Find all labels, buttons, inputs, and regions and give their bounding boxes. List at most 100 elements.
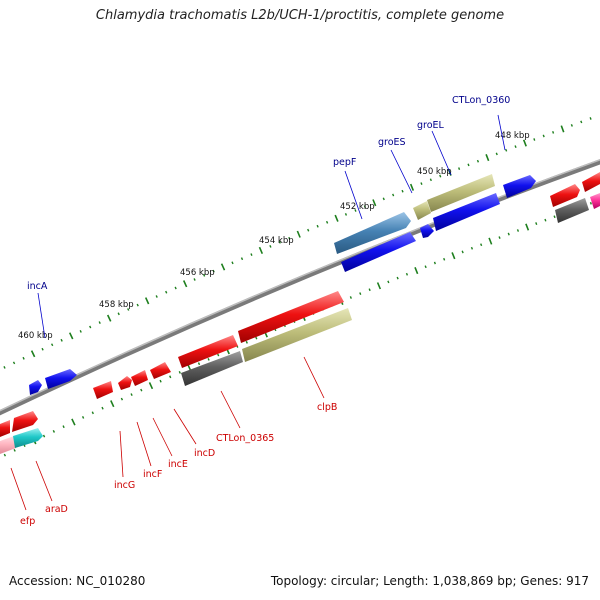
gene-red[interactable] (238, 291, 344, 343)
tick-major (414, 267, 419, 275)
gene-steelblue[interactable] (334, 212, 411, 254)
tick-major (409, 183, 415, 191)
gene-blue[interactable] (503, 175, 536, 198)
topology-text: Topology: circular; Length: 1,038,869 bp… (270, 574, 589, 588)
gene-gray[interactable] (555, 198, 589, 223)
tick-minor (535, 222, 538, 225)
gene-olive[interactable] (427, 174, 495, 212)
scale-label: 456 kbp (180, 268, 215, 278)
gene-blue[interactable] (45, 369, 77, 389)
tick-minor (165, 290, 168, 294)
tick-minor (174, 286, 177, 290)
tick-minor (467, 163, 470, 167)
gene-gray[interactable] (181, 351, 243, 386)
tick-minor (269, 245, 272, 248)
tick-minor (429, 178, 432, 182)
tick-minor (169, 375, 172, 379)
scale-label: 454 kbp (259, 236, 294, 246)
tick-minor (480, 243, 483, 247)
gene-olive[interactable] (242, 308, 352, 362)
tick-minor (130, 393, 133, 396)
gene-blue[interactable] (433, 193, 500, 231)
tick-minor (98, 321, 101, 324)
tick-minor (589, 117, 592, 120)
tick-major (148, 382, 154, 390)
genome-backbone (0, 159, 600, 416)
gene-red[interactable] (550, 184, 580, 207)
tick-minor (240, 257, 244, 261)
tick-minor (217, 353, 220, 357)
gene-label-inca[interactable]: incA (27, 281, 48, 292)
tick-minor (461, 250, 464, 254)
gene-label-ince[interactable]: incE (168, 459, 188, 470)
tick-major (30, 350, 36, 358)
tick-minor (533, 138, 536, 141)
gene-red[interactable] (178, 335, 238, 368)
tick-minor (433, 261, 436, 265)
gene-red[interactable] (93, 381, 113, 399)
tick-minor (439, 174, 442, 178)
tick-minor (50, 343, 54, 347)
tick-minor (325, 220, 329, 224)
reverse-genes (0, 193, 600, 454)
scale-label: 450 kbp (417, 167, 452, 177)
tick-minor (197, 362, 201, 366)
gene-red[interactable] (582, 172, 600, 192)
gene-label-incf[interactable]: incF (143, 469, 162, 480)
tick-minor (41, 347, 44, 351)
tick-minor (382, 197, 385, 201)
gene-label-groes[interactable]: groES (378, 137, 406, 148)
tick-minor (202, 273, 206, 277)
tick-minor (552, 131, 555, 134)
tick-minor (396, 276, 399, 280)
tick-minor (363, 205, 366, 208)
tick-minor (470, 246, 474, 250)
tick-minor (120, 397, 124, 401)
tick-minor (544, 218, 547, 222)
gene-label-ctlon-0365[interactable]: CTLon_0365 (216, 433, 274, 444)
gene-label-pepf[interactable]: pepF (333, 157, 356, 168)
gene-label-ctlon-0360[interactable]: CTLon_0360 (452, 95, 510, 106)
tick-minor (22, 356, 25, 360)
gene-label-clpb[interactable]: clpB (317, 402, 337, 413)
tick-minor (117, 312, 120, 316)
gene-red[interactable] (118, 376, 132, 390)
gene-label-groel[interactable]: groEL (417, 120, 445, 131)
tick-minor (424, 265, 427, 269)
gene-cyan[interactable] (13, 428, 43, 448)
gene-blue[interactable] (29, 380, 42, 395)
tick-major (485, 154, 490, 162)
gene-red[interactable] (12, 411, 38, 432)
gene-pink[interactable] (590, 193, 600, 209)
tick-minor (3, 453, 7, 457)
gene-label-arad[interactable]: araD (45, 504, 68, 515)
gene-lightpink[interactable] (0, 436, 16, 454)
gene-olive[interactable] (413, 201, 431, 220)
tick-minor (91, 411, 94, 415)
gene-label-incd[interactable]: incD (194, 448, 215, 459)
tick-minor (140, 388, 143, 392)
tick-minor (278, 240, 281, 244)
tick-minor (89, 325, 92, 329)
forward-gene-labels: CTLon_0360 groEL groES pepF incA (27, 95, 510, 339)
gene-blue[interactable] (341, 232, 416, 272)
tick-major (71, 418, 76, 426)
scale-label: 448 kbp (495, 131, 530, 141)
accession-text: Accession: NC_010280 (9, 574, 146, 588)
gene-red[interactable] (131, 370, 148, 386)
tick-minor (542, 134, 545, 138)
gene-red[interactable] (150, 362, 171, 379)
tick-minor (101, 406, 104, 410)
tick-minor (255, 336, 258, 340)
tick-minor (580, 120, 583, 124)
tick-major (106, 314, 112, 322)
tick-minor (81, 416, 85, 419)
gene-blue[interactable] (420, 224, 434, 238)
tick-minor (505, 148, 508, 152)
gene-label-efp[interactable]: efp (20, 516, 35, 527)
tick-minor (316, 224, 319, 228)
gene-red[interactable] (0, 420, 10, 437)
tick-major (68, 332, 74, 340)
tick-minor (387, 280, 390, 284)
gene-label-incg[interactable]: incG (114, 480, 135, 491)
